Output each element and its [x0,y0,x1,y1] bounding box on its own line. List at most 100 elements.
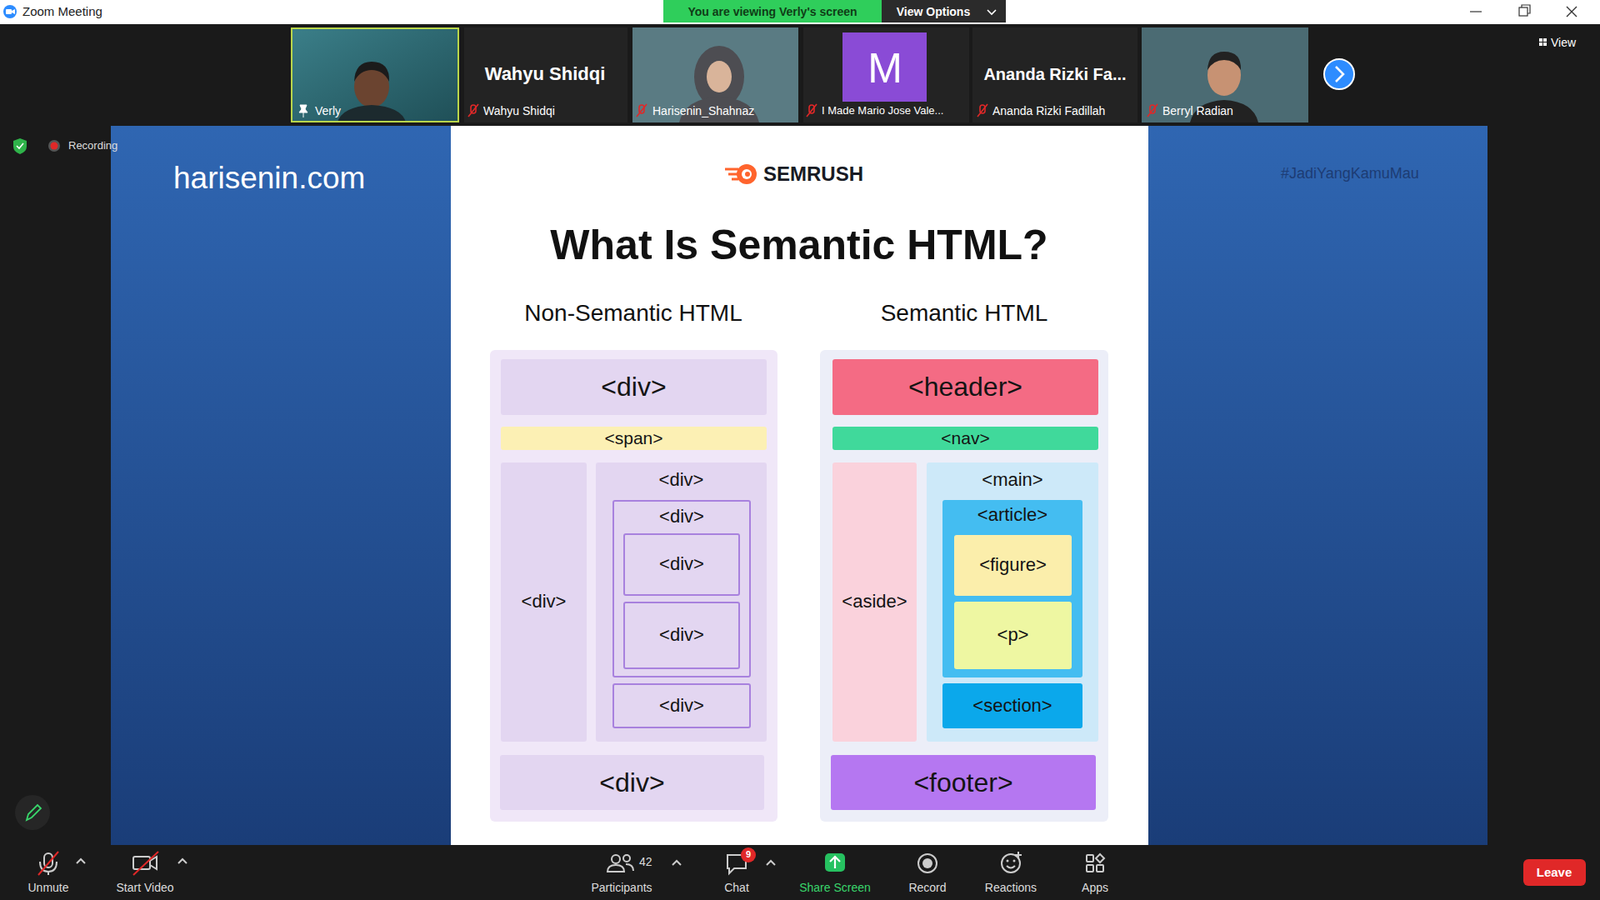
nav-band: <nav> [832,426,1099,450]
section-box: <section> [942,683,1083,729]
node-label: <div> [659,469,705,491]
footer-box: <footer> [830,755,1096,810]
title-bar [0,0,1600,25]
p-box: <p> [954,601,1072,670]
person-hair [354,61,390,82]
panel [820,350,1109,822]
node-label: <header> [908,370,1023,403]
person-hair [1207,51,1241,70]
div-container: <div> <div> <div> [612,500,751,678]
toolbar-icons [40,851,1105,875]
toolbar-label: Chat [724,880,750,895]
zoom-icon-cam [11,9,15,15]
span-band: <span> [500,426,767,450]
restore-button [1519,7,1528,16]
leave-button [1523,859,1586,886]
participant-name: Wahyu Shidqi [485,63,606,85]
node-label: <main> [981,469,1043,491]
caret [987,10,996,15]
participant-name: Harisenin_Shahnaz [652,104,755,119]
avatar-letter: M [867,43,903,94]
participant-name: Verly [315,104,341,119]
button-text: View [1550,35,1576,50]
window-title: Zoom Meeting [22,4,103,20]
pin-icon [299,105,308,118]
button-text: Leave [1536,865,1573,880]
toolbar-label: Apps [1081,880,1109,895]
node-label: <aside> [841,590,907,613]
smiley-eye [1006,860,1010,863]
node-label: <div> [659,553,705,575]
hashtag: #JadiYangKamuMau [1280,165,1420,184]
toolbar-label: Unmute [27,880,69,895]
participant-name: I Made Mario Jose Vale... [821,104,944,118]
video-tile [1141,27,1309,123]
participant-strip [0,24,1600,126]
toolbar-label: Reactions [985,880,1037,895]
participant-name: Ananda Rizki Fadillah [992,104,1105,119]
share-screen-icon [825,853,845,872]
node-label: <article> [977,504,1048,526]
minimize-button [1470,10,1482,12]
div-box: <div> [500,755,765,810]
toolbar [0,845,1600,900]
next-page-button [1324,59,1355,90]
video-tile [972,27,1138,123]
pencil-icon [26,805,41,820]
brand-logo: harisenin.com [173,160,365,197]
muted-slash [38,851,59,875]
div-box: <div> [623,601,740,670]
video-tile [464,27,628,123]
node-label: <div> [521,590,567,613]
chat-badge [740,847,756,863]
aside-box: <aside> [832,462,917,742]
column-heading: Non-Semantic HTML [524,299,742,328]
brand-logo: SEMRUSH [763,162,864,187]
badge-number: 9 [745,849,751,860]
toolbar-label: Share Screen [799,880,871,895]
avatar-square [842,32,927,102]
node-label: <div> [600,370,666,403]
node-label: <div> [599,766,665,799]
shield-check [16,143,24,149]
article-container: <article> <figure> <p> [942,500,1083,678]
zoom-icon-cam [5,9,12,15]
annotate-button [15,795,50,830]
semrush-logo [725,164,757,185]
shield-icon [13,138,27,155]
share-arrow [830,856,840,869]
chevron [1335,66,1344,82]
toolbar-label: Record [908,880,946,895]
record-icon-dot [922,858,933,869]
div-box: <div> [500,462,587,742]
node-label: <div> [659,505,705,528]
node-label: <span> [604,427,663,449]
participant-name: Berryl Radian [1162,104,1234,119]
record-dot [50,142,59,150]
participant-name: Ananda Rizki Fa... [983,64,1126,85]
node-label: <footer> [913,766,1013,799]
close-button [1566,6,1577,17]
record-ring [48,140,60,152]
slide-title: What Is Semantic HTML? [550,220,1048,270]
status-text: Recording [68,139,118,153]
div-container: <div> <div> <div> <div> <div> [595,462,767,742]
button-text: View Options [896,5,970,20]
node-label: <figure> [979,554,1047,576]
view-banner [663,0,882,23]
column-heading: Semantic HTML [880,299,1049,328]
view-options-button [881,0,1006,23]
video-tile [632,27,799,123]
video-tile [290,27,460,123]
node-label: <div> [659,695,705,717]
node-label: <section> [972,695,1052,717]
smiley-eye [1013,860,1016,863]
banner-text: You are viewing Verly's screen [687,5,857,20]
person [706,60,732,93]
toolbar-label: Participants [590,880,652,895]
video-tile [803,27,970,123]
muted-slash [133,851,159,875]
div-box: <div> [612,683,751,729]
